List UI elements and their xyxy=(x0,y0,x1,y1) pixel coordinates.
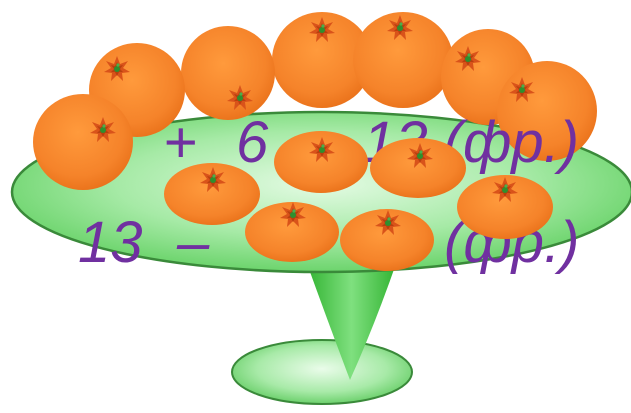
orange-fruit-icon xyxy=(181,26,275,120)
orange-fruit-icon xyxy=(272,12,372,108)
orange-fruit-icon xyxy=(274,131,368,193)
back-row-oranges xyxy=(33,12,597,190)
orange-fruit-icon xyxy=(340,209,434,271)
orange-fruit-icon xyxy=(245,202,339,262)
front-row-oranges xyxy=(164,131,553,271)
equation-line-1-plus: + xyxy=(163,110,197,175)
orange-fruit-icon xyxy=(497,61,597,161)
orange-fruit-icon xyxy=(33,94,133,190)
plate-stem xyxy=(305,258,398,380)
orange-fruit-icon xyxy=(457,175,553,239)
equation-line-1-addend: 6 xyxy=(236,110,269,175)
orange-fruit-icon xyxy=(164,163,260,225)
orange-fruit-icon xyxy=(370,138,466,198)
plate-base xyxy=(231,339,413,405)
orange-fruit-icon xyxy=(353,12,453,108)
equation-line-2-minuend: 13 xyxy=(78,210,143,275)
